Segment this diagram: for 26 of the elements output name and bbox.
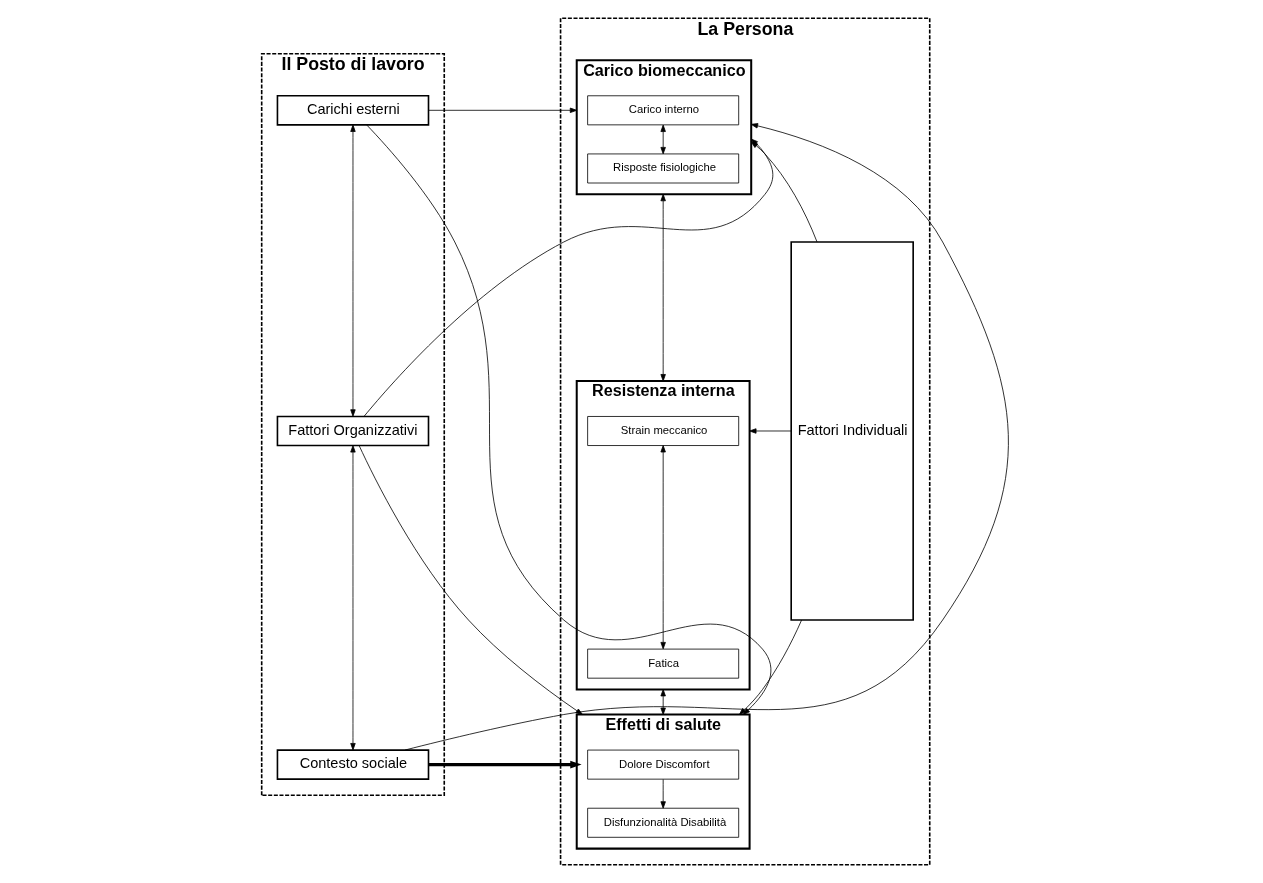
arrow <box>366 124 771 715</box>
arrow <box>349 124 356 417</box>
node-box: Disfunzionalità Disabilità <box>586 807 739 838</box>
node-box: Contesto sociale <box>276 749 429 780</box>
arrow <box>660 779 666 809</box>
arrow <box>427 107 577 113</box>
arrow <box>358 445 583 715</box>
arrow <box>363 138 773 417</box>
node-box: Fattori Organizzativi <box>276 415 429 447</box>
arrow <box>660 124 666 155</box>
arrow <box>748 428 791 434</box>
node-box: Carico interno <box>586 95 739 126</box>
node-box: Fattori Individuali <box>789 241 914 621</box>
arrow <box>428 760 582 769</box>
arrow <box>660 445 666 650</box>
node-box: Fatica <box>586 648 739 679</box>
node-box: Risposte fisiologiche <box>586 153 739 184</box>
node-box: Strain meccanico <box>586 416 739 446</box>
arrow <box>349 445 356 751</box>
arrow <box>404 123 1009 751</box>
node-box: Carichi esterni <box>276 94 429 126</box>
arrow <box>750 141 817 243</box>
arrow <box>660 689 666 715</box>
arrow <box>660 193 666 382</box>
arrow <box>738 619 802 715</box>
node-box: Dolore Discomfort <box>586 749 739 780</box>
